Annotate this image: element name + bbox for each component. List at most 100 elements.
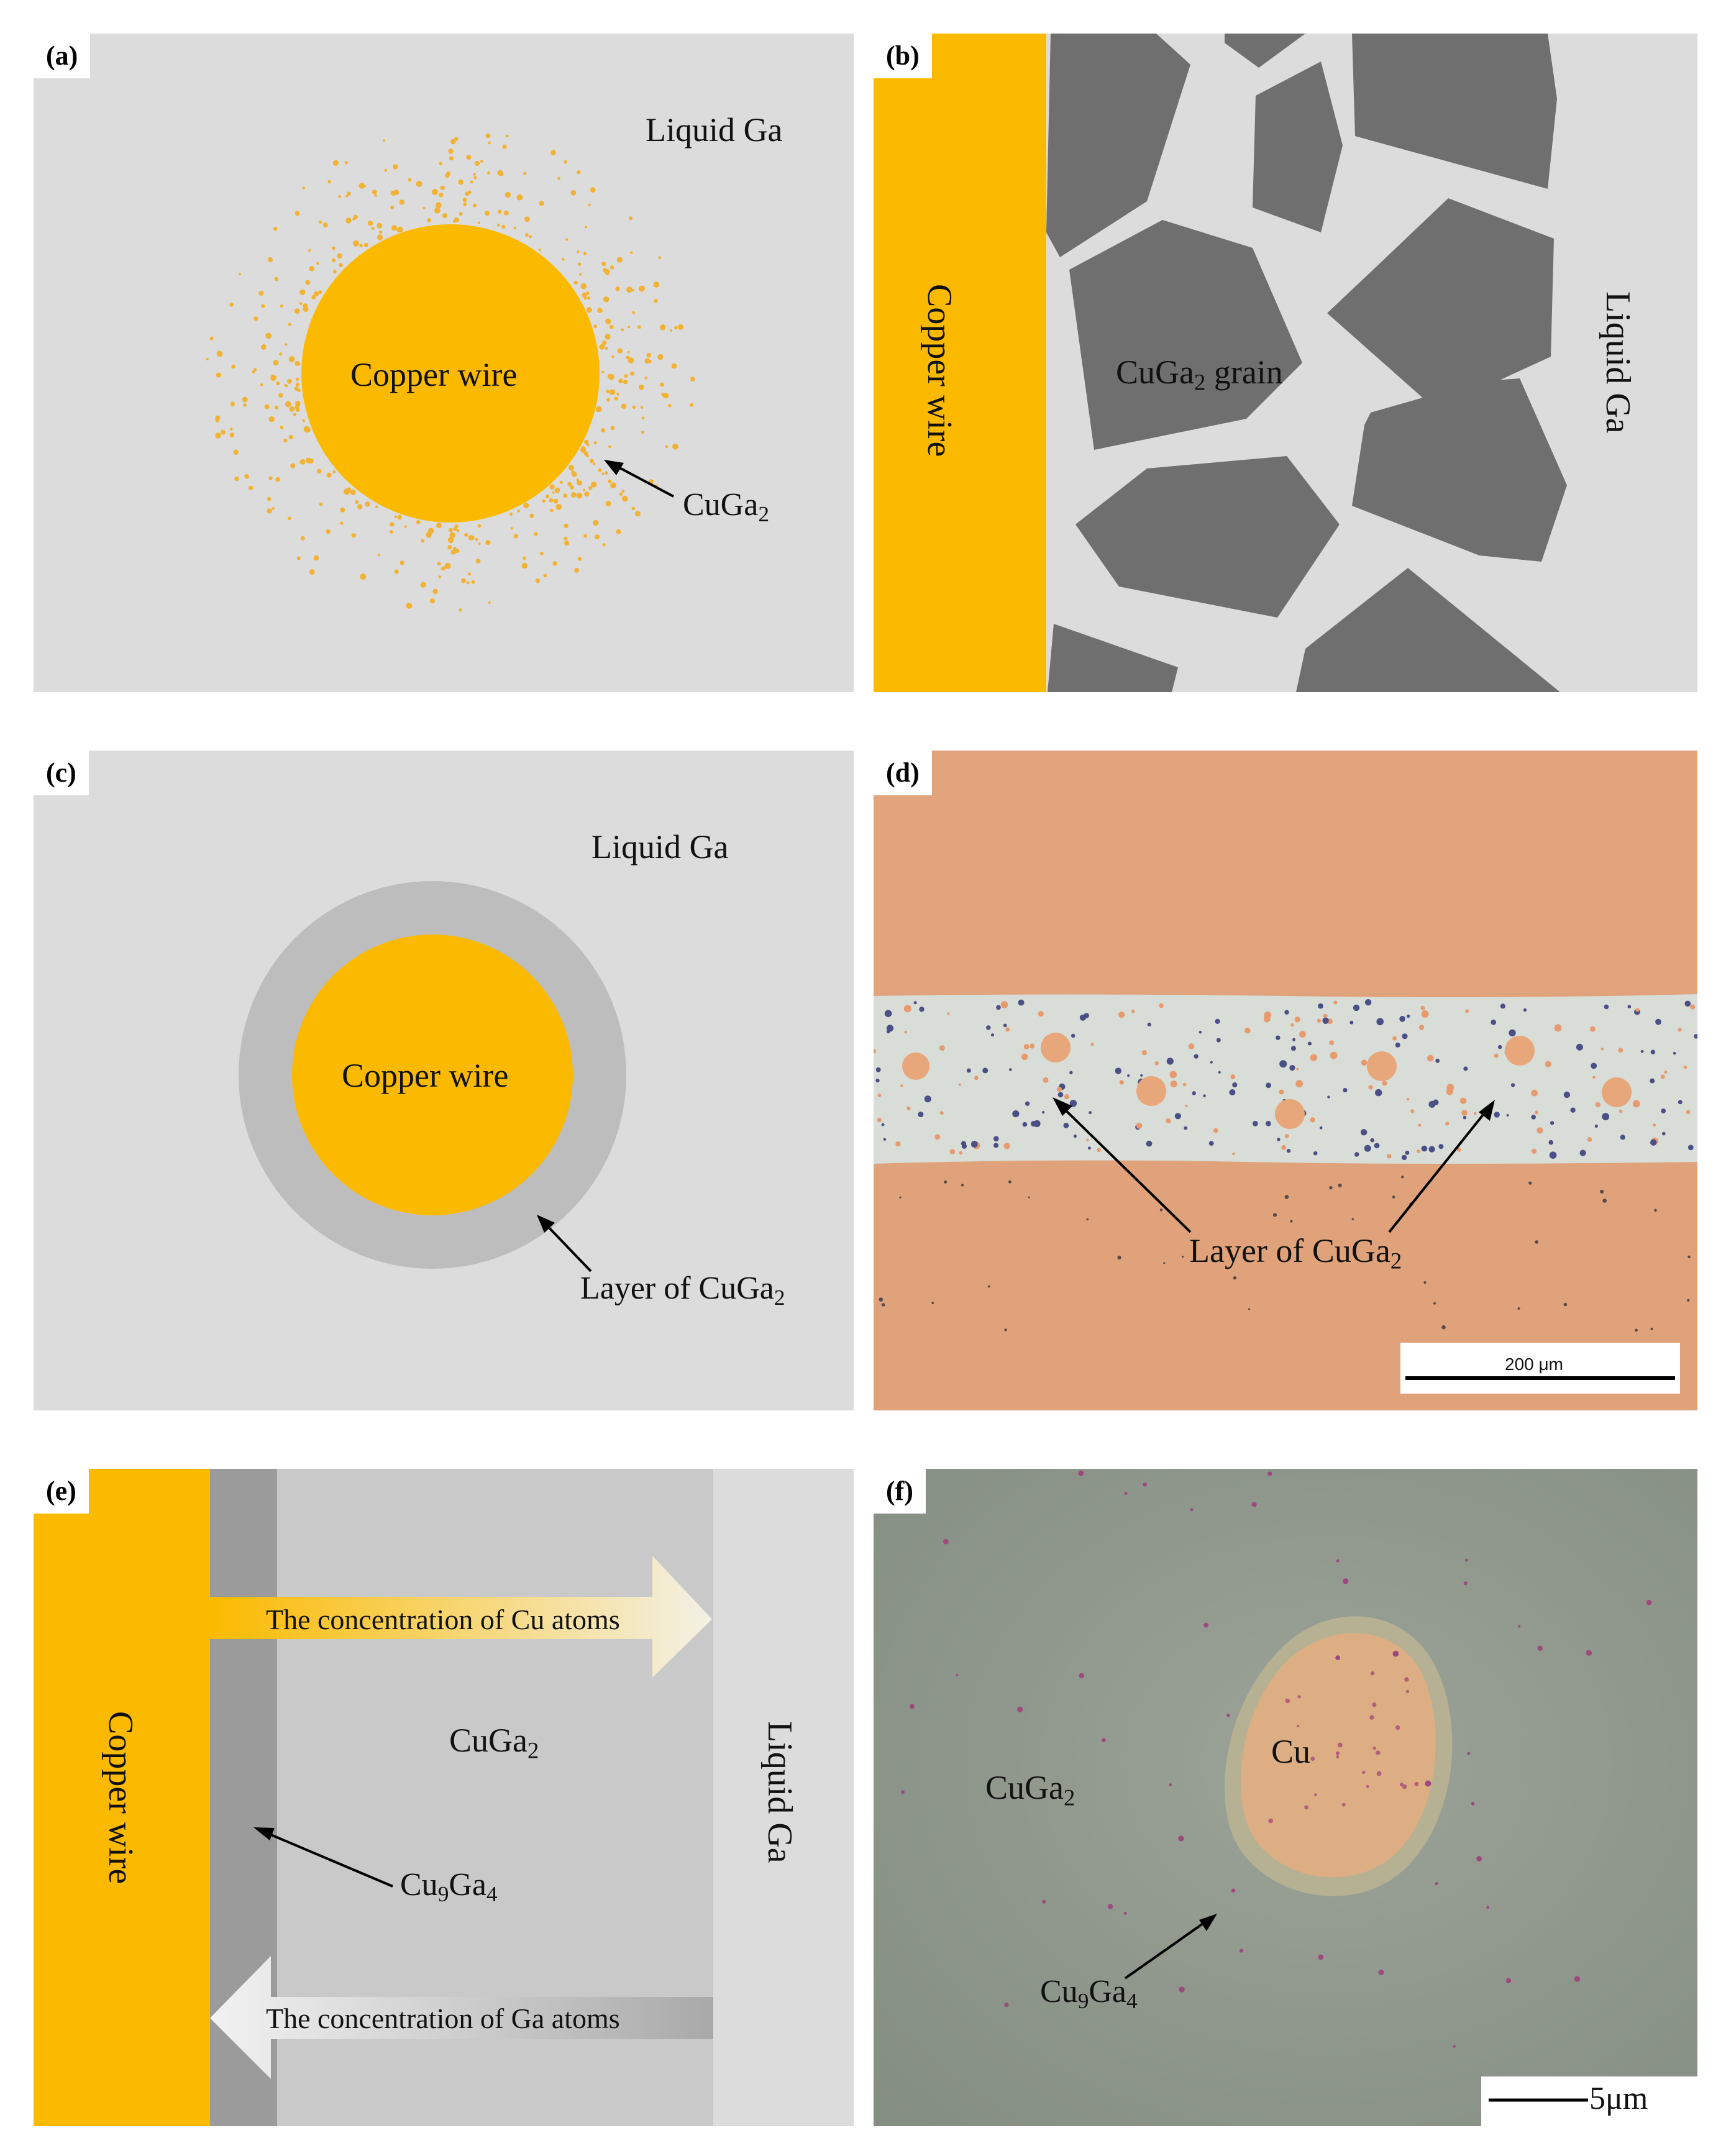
cuga2-particle: [296, 362, 301, 366]
cu9ga4-arrow: [1124, 1918, 1210, 1980]
speck: [1284, 1010, 1289, 1015]
speck: [1025, 1101, 1030, 1106]
cuga2-particle: [580, 283, 587, 290]
speck: [1650, 1078, 1655, 1084]
cuga2-arrowhead: [604, 460, 624, 475]
cuga2-particle: [570, 190, 577, 196]
cuga2-particle: [394, 515, 397, 518]
copper-wire-label: Copper wire: [101, 1711, 140, 1884]
defect-speck: [1017, 1706, 1023, 1712]
cuga2-particle: [640, 406, 644, 409]
cuga2-particle: [345, 217, 352, 224]
speck: [1307, 1041, 1312, 1046]
speck: [1057, 1092, 1064, 1098]
cuga2-particle: [252, 370, 255, 373]
defect-speck: [1226, 1714, 1230, 1717]
cuga2-particle: [396, 227, 401, 232]
panel-f-micrograph: [874, 1469, 1697, 2126]
speck: [1382, 1080, 1387, 1086]
defect-speck: [1369, 1715, 1374, 1720]
defect-speck: [1190, 1508, 1194, 1512]
cuga2-label: CuGa2: [449, 1722, 539, 1763]
speck: [1686, 1110, 1691, 1115]
cuga2-particle: [284, 383, 287, 387]
speck: [1330, 1051, 1338, 1059]
cuga2-particle: [293, 413, 296, 416]
cuga2-particle: [543, 573, 547, 578]
cuga2-particle: [616, 392, 619, 396]
speck: [884, 1010, 892, 1017]
defect-speck: [901, 1790, 905, 1794]
defect-speck: [1124, 1492, 1128, 1495]
speck: [1364, 999, 1372, 1006]
speck: [1694, 1034, 1697, 1039]
copper-wire-cross-section: [301, 224, 600, 523]
speck: [1602, 1113, 1610, 1121]
cuga2-particle: [622, 495, 628, 502]
cuga2-particle: [602, 543, 606, 547]
cuga2-particle: [605, 347, 608, 350]
speck: [1089, 1111, 1092, 1115]
speck: [1517, 1307, 1520, 1310]
cuga2-particle: [595, 534, 600, 540]
grain: [1327, 198, 1554, 409]
cuga2-particle: [453, 527, 457, 531]
cuga2-particle: [672, 443, 678, 450]
speck: [1687, 1144, 1694, 1151]
cuga2-particle: [264, 404, 270, 409]
cuga2-particle: [305, 457, 311, 464]
cuga2-particle: [434, 207, 441, 214]
cuga2-particle: [586, 443, 590, 447]
defect-speck: [1404, 1677, 1409, 1682]
speck: [1417, 1149, 1420, 1153]
speck: [904, 1031, 907, 1034]
speck: [990, 1033, 995, 1037]
cuga2-particle: [485, 133, 491, 139]
speck: [1618, 1048, 1623, 1053]
defect-speck: [1337, 1742, 1343, 1748]
inclusion-specks: [874, 999, 1697, 1332]
cuga2-particle: [552, 491, 555, 494]
cuga2-particle: [230, 401, 235, 406]
cuga2-particle: [601, 262, 606, 267]
liquid-ga-label: Liquid Ga: [646, 111, 783, 148]
panel-e-graphic: [34, 1469, 854, 2126]
cuga2-particle: [497, 170, 503, 176]
speck: [1170, 1080, 1177, 1088]
cuga2-particle: [332, 470, 336, 473]
cu9ga4-label: Cu9Ga4: [1040, 1974, 1138, 2013]
defect-speck: [1537, 1645, 1543, 1651]
defect-speck: [1078, 1470, 1084, 1476]
defect-speck: [1336, 1559, 1340, 1563]
cuga2-particle: [319, 502, 323, 506]
cuga2-particle: [243, 403, 247, 407]
cuga2-particle: [601, 370, 605, 373]
speck: [986, 1025, 991, 1030]
speck: [1592, 1076, 1596, 1079]
defect-speck: [1343, 1578, 1349, 1584]
speck: [947, 1012, 950, 1015]
defect-speck: [1341, 1802, 1346, 1807]
speck: [1650, 1049, 1656, 1054]
cuga2-particle: [379, 231, 383, 234]
speck: [1069, 1071, 1073, 1074]
defect-speck: [1079, 1673, 1085, 1679]
cuga2-particle: [587, 296, 591, 300]
speck: [939, 1045, 945, 1051]
cuga2-particle: [608, 445, 611, 449]
wire-core: [902, 1053, 929, 1080]
cuga2-particle: [426, 532, 432, 538]
speck: [1401, 1154, 1407, 1161]
cuga2-particle: [253, 316, 258, 321]
cuga2-particle: [630, 251, 633, 254]
speck: [1428, 1100, 1436, 1108]
speck: [1056, 1087, 1062, 1092]
cuga2-particle: [299, 289, 306, 295]
speck: [1174, 1113, 1181, 1120]
cuga2-particle: [564, 160, 567, 164]
speck: [1509, 1029, 1516, 1037]
cuga2-particle: [462, 198, 467, 203]
speck: [1463, 1116, 1467, 1120]
cuga2-particle: [582, 292, 587, 298]
cuga2-particle: [646, 352, 651, 358]
